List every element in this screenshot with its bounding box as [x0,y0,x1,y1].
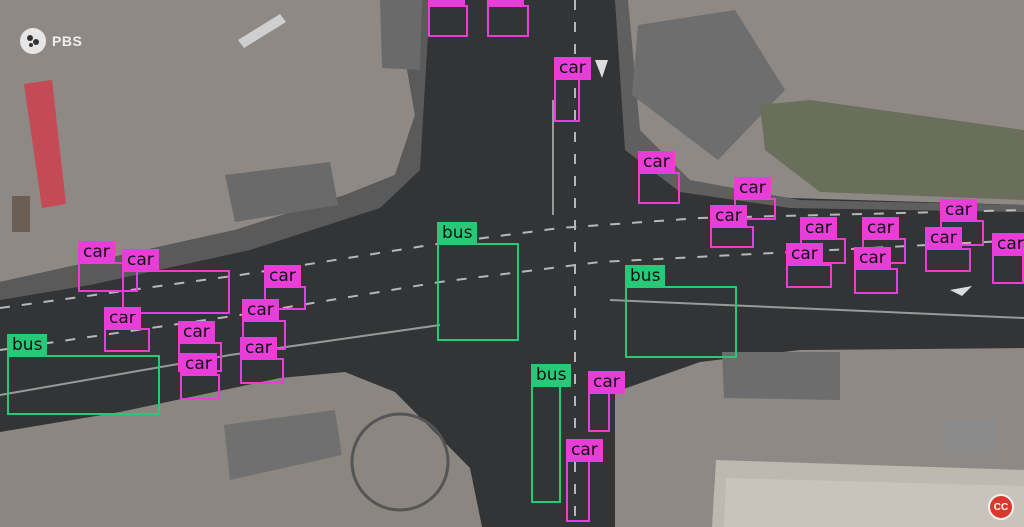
detection-label: car [242,299,279,322]
detection-label: car [800,217,837,240]
detection-label: car [240,337,277,360]
detection-label: bus [437,222,478,245]
detection-label: car [786,243,823,266]
detection-label: car [940,199,977,222]
pbs-watermark: PBS [20,28,82,54]
detection-box-car: car [854,247,898,294]
detection-box-car: car [428,0,468,37]
detection-label: car [78,241,115,264]
detection-box-bus: bus [437,222,519,341]
detection-box-car: car [178,321,222,372]
detection-box-car: car [992,233,1024,284]
detection-label: car [180,353,217,376]
detection-label: bus [7,334,48,357]
detection-box-bus: bus [625,265,737,358]
detection-label: car [734,177,771,200]
detection-label: car [122,249,159,272]
detection-label: car [588,371,625,394]
detection-box-car: car [566,439,603,522]
detection-box-car: car [78,241,138,292]
detection-box-car: car [487,0,529,37]
pbs-logo-icon [20,28,46,54]
detection-box-car: car [786,243,832,288]
detection-label: car [992,233,1024,256]
detection-box-car: car [710,205,754,248]
detection-box-bus: bus [531,364,572,503]
detection-label: car [854,247,891,270]
detection-box-car: car [122,249,230,314]
pbs-text: PBS [52,33,83,49]
detection-label: bus [625,265,666,288]
detection-box-car: car [554,57,591,122]
detection-label: car [925,227,962,250]
detection-label: car [554,57,591,80]
detection-label: car [566,439,603,462]
detection-box-car: car [940,199,984,246]
cc-badge-icon: CC [988,494,1014,520]
detection-label: car [264,265,301,288]
detection-label: car [638,151,675,174]
detection-label: car [710,205,747,228]
detection-box-car: car [925,227,971,272]
detection-label: car [178,321,215,344]
detection-box-car: car [104,307,150,352]
detection-label: car [428,0,465,7]
detection-box-car: car [242,299,286,350]
detection-label: bus [531,364,572,387]
detection-box-car: car [264,265,306,310]
detection-box-car: car [240,337,284,384]
detection-box-car: car [180,353,220,400]
detection-label: car [487,0,524,7]
detection-box-car: car [638,151,680,204]
detection-label: car [862,217,899,240]
detection-box-bus: bus [7,334,160,415]
detection-box-car: car [588,371,625,432]
detection-box-car: car [734,177,776,220]
